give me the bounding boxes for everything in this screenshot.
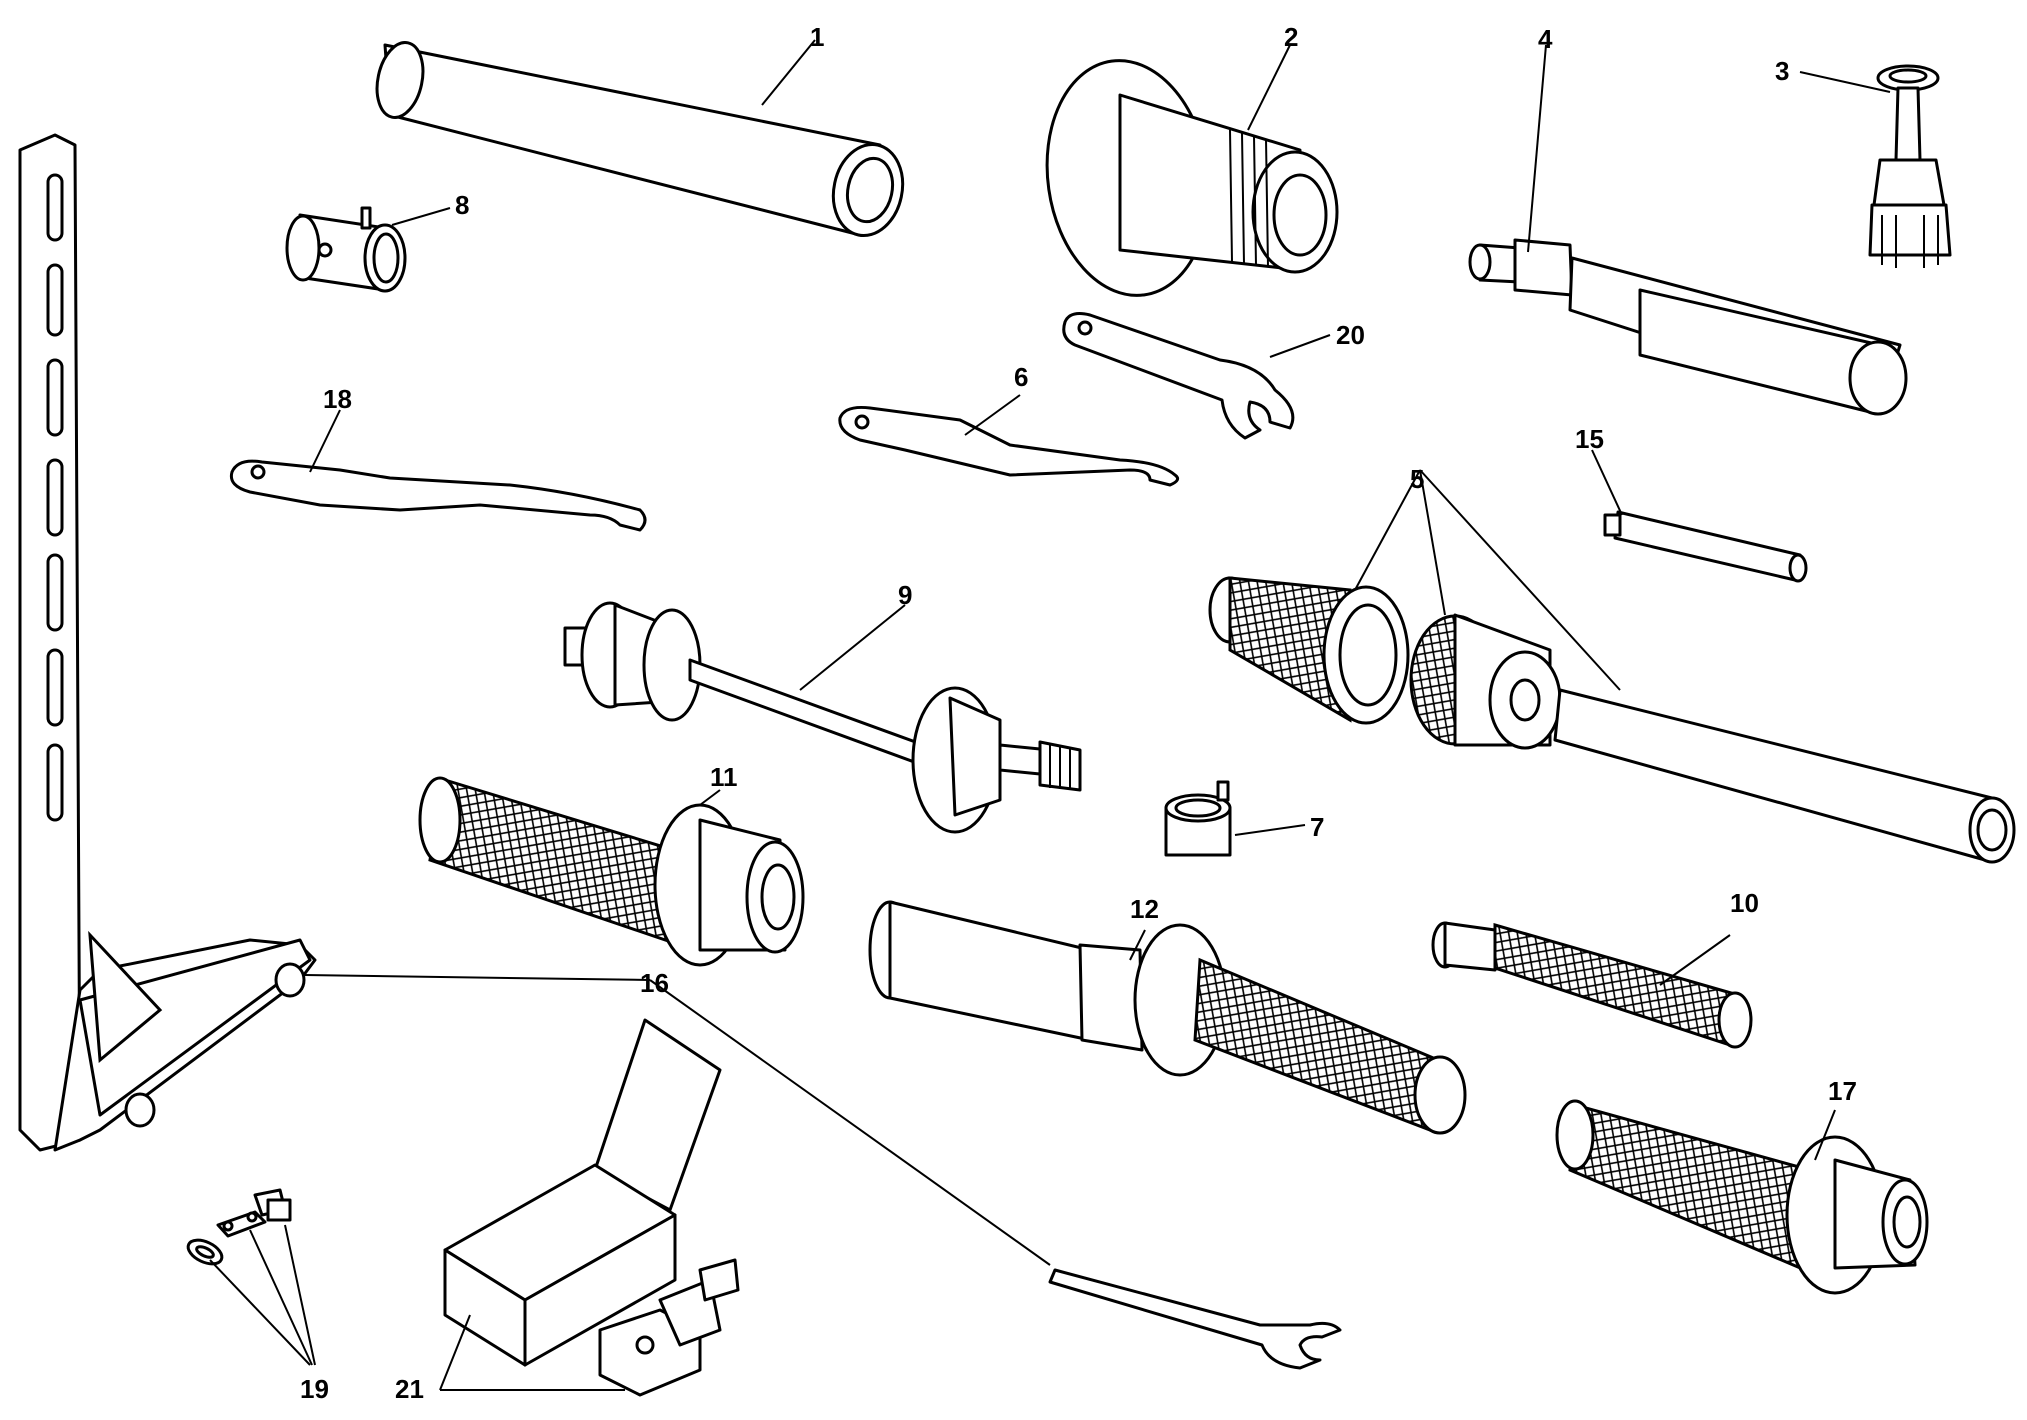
callout-10: 10 (1730, 888, 1759, 918)
callout-16: 16 (640, 968, 669, 998)
callout-19: 19 (300, 1374, 329, 1404)
tool-16-open-spanner (1048, 1268, 1342, 1370)
tool-12-double-ended-drift (868, 900, 1467, 1135)
callout-9: 9 (898, 580, 912, 610)
tool-17-flanged-drift (1555, 1099, 1929, 1295)
tool-3-small-puller (1868, 64, 1952, 268)
tool-19-chain-link (186, 1188, 292, 1266)
tool-9-slide-hammer (563, 601, 1082, 834)
callout-11: 11 (710, 762, 738, 792)
callout-18: 18 (323, 384, 352, 414)
callout-17: 17 (1828, 1076, 1857, 1106)
callout-4: 4 (1538, 24, 1553, 54)
tool-1-long-tube (375, 41, 905, 238)
tool-18-hook-spanner (229, 459, 647, 532)
tool-7-small-ring (1164, 780, 1232, 857)
callout-1: 1 (810, 22, 824, 52)
leader-lines (209, 39, 1891, 1391)
callout-3: 3 (1775, 56, 1789, 86)
callout-15: 15 (1575, 424, 1604, 454)
tool-20-c-spanner (1062, 312, 1295, 440)
tool-5-bearing-drift-set (1208, 576, 2016, 864)
tool-16-l-bracket (18, 133, 317, 1152)
tool-11-flanged-drift (418, 776, 805, 967)
tool-6-c-spanner (838, 406, 1180, 487)
callout-2: 2 (1284, 22, 1298, 52)
callout-12: 12 (1130, 894, 1159, 924)
tool-10-knurled-drift (1431, 921, 1753, 1049)
callout-8: 8 (455, 190, 469, 220)
tool-21-case-and-extractor (443, 1018, 740, 1397)
callout-labels: 1 2 3 4 5 6 7 8 9 10 11 12 15 16 17 18 1… (300, 22, 1857, 1404)
callout-6: 6 (1014, 362, 1028, 392)
tool-8-small-collar (285, 206, 407, 293)
tool-15-small-pin (1603, 510, 1808, 583)
tool-4-stepped-shaft (1468, 238, 1908, 416)
tool-2-flanged-threaded-drift (1045, 59, 1339, 297)
callout-7: 7 (1310, 812, 1324, 842)
callout-20: 20 (1336, 320, 1365, 350)
callout-21: 21 (395, 1374, 424, 1404)
callout-5: 5 (1410, 464, 1424, 494)
